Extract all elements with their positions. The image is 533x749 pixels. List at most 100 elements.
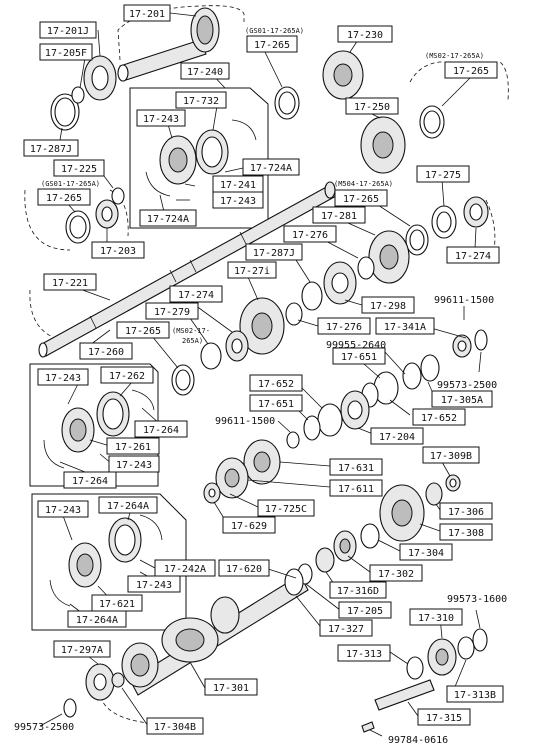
part-label-17-265-d: 17-265 — [334, 189, 388, 207]
svg-text:17-279: 17-279 — [154, 307, 190, 318]
gear-17-631 — [243, 439, 281, 485]
bearing-17-298 — [323, 261, 357, 305]
bearing-17-274-b — [225, 330, 249, 362]
svg-text:17-732: 17-732 — [183, 96, 219, 107]
part-number-99573-1600: 99573-1600 — [447, 594, 507, 605]
svg-text:17-652: 17-652 — [421, 413, 457, 424]
svg-text:17-242A: 17-242A — [164, 564, 206, 575]
washer-17-276-b — [285, 302, 303, 326]
svg-text:17-298: 17-298 — [370, 301, 406, 312]
svg-text:17-243: 17-243 — [136, 580, 172, 591]
part-number-99611-1500-b: 99611-1500 — [215, 416, 275, 427]
bearing-17-297a — [85, 663, 115, 701]
sync-hub-low — [68, 542, 102, 588]
part-label-17-274-b: 17-274 — [169, 285, 223, 303]
rings-17-305a — [402, 354, 440, 390]
svg-text:17-201J: 17-201J — [47, 26, 89, 37]
sleeve-17-275 — [431, 205, 457, 239]
bearing-17-316d — [315, 547, 335, 573]
svg-text:17-205: 17-205 — [347, 606, 383, 617]
dashed-group-265-left — [24, 189, 71, 251]
part-label-17-302: 17-302 — [369, 564, 423, 582]
part-label-17-341A: 17-341A — [375, 317, 435, 335]
part-label-17-225: 17-225 — [53, 159, 105, 177]
washer-17-313 — [406, 656, 424, 680]
svg-text:17-306: 17-306 — [448, 507, 484, 518]
svg-text:17-262: 17-262 — [109, 371, 145, 382]
part-label-17-264A-b: 17-264A — [67, 610, 127, 628]
part-label-17-201: 17-201 — [123, 4, 171, 22]
shaft-17-315 — [374, 679, 435, 711]
gear-17-271 — [239, 297, 285, 355]
washer-17-276-a — [357, 256, 375, 280]
svg-text:17-201: 17-201 — [129, 9, 165, 20]
part-label-17-310: 17-310 — [409, 608, 463, 626]
svg-text:17-204: 17-204 — [379, 432, 415, 443]
bearing-17-201j — [83, 55, 117, 101]
svg-text:17-265: 17-265 — [254, 40, 290, 51]
svg-text:17-724A: 17-724A — [147, 214, 189, 225]
part-label-17-297A: 17-297A — [53, 640, 111, 658]
part-label-17-201J: 17-201J — [39, 21, 97, 39]
sync-sleeve-mid — [96, 391, 130, 437]
part-label-17-309B: 17-309B — [422, 446, 480, 464]
gear-17-230 — [322, 50, 364, 100]
part-label-17-261: 17-261 — [106, 437, 160, 455]
part-label-17-265-c: 17-265 — [37, 188, 91, 206]
part-label-17-265-e: 17-265 — [116, 321, 170, 339]
sleeve-17-279 — [200, 342, 222, 370]
svg-text:17-264: 17-264 — [72, 476, 108, 487]
part-label-17-274-a: 17-274 — [446, 246, 500, 264]
gear-17-281 — [368, 230, 410, 284]
part-label-17-315: 17-315 — [417, 708, 471, 726]
sleeve-17-304 — [360, 523, 380, 549]
svg-text:17-243: 17-243 — [116, 460, 152, 471]
dashed-group-left-top — [117, 5, 245, 61]
part-label-17-305A: 17-305A — [431, 390, 493, 408]
spring-mid-a — [131, 389, 155, 411]
part-label-17-725C: 17-725C — [257, 499, 315, 517]
sync-hub-top — [159, 135, 197, 185]
part-label-17-265-a: 17-265 — [246, 35, 298, 53]
bearing-17-204 — [340, 390, 370, 430]
part-label-17-298: 17-298 — [361, 296, 415, 314]
ring-17-327 — [284, 568, 304, 596]
part-label-17-652-a: 17-652 — [249, 374, 303, 392]
part-label-17-651-b: 17-651 — [249, 394, 303, 412]
spring-low-b — [49, 579, 71, 607]
counter-shaft — [121, 574, 309, 696]
note-ms02-a: (MS02-17-265A) — [425, 52, 484, 60]
ring-17-265-c — [65, 210, 91, 244]
svg-text:17-301: 17-301 — [213, 683, 249, 694]
part-label-17-308: 17-308 — [439, 523, 493, 541]
svg-text:17-302: 17-302 — [378, 569, 414, 580]
svg-text:17-27i: 17-27i — [234, 266, 270, 277]
spring-mid-b — [43, 439, 65, 469]
gear-17-302 — [333, 530, 357, 562]
part-label-17-620: 17-620 — [218, 559, 270, 577]
part-label-17-260: 17-260 — [79, 342, 133, 360]
gear-17-611 — [215, 457, 249, 499]
part-label-17-629: 17-629 — [222, 516, 276, 534]
ring-17-265-e — [171, 364, 195, 396]
svg-text:17-265: 17-265 — [46, 193, 82, 204]
part-label-17-732: 17-732 — [175, 91, 227, 109]
note-gs01-b: (GS01-17-265A) — [41, 180, 100, 188]
part-label-17-275: 17-275 — [416, 165, 470, 183]
bolt-99784-0616 — [361, 721, 375, 733]
part-label-17-264-b: 17-264 — [63, 471, 117, 489]
dashed-group-221 — [29, 289, 61, 341]
part-number-99573-2500-b: 99573-2500 — [14, 722, 74, 733]
part-label-17-204: 17-204 — [370, 427, 424, 445]
svg-text:17-243: 17-243 — [45, 373, 81, 384]
svg-text:17-241: 17-241 — [220, 180, 256, 191]
input-shaft — [117, 7, 220, 82]
part-label-17-276-b: 17-276 — [317, 317, 371, 335]
svg-text:17-313B: 17-313B — [454, 690, 496, 701]
ring-17-651-b — [303, 415, 321, 441]
part-label-17-264-a: 17-264 — [134, 420, 188, 438]
part-label-17-313: 17-313 — [337, 644, 391, 662]
part-label-17-631: 17-631 — [329, 458, 383, 476]
bearing-17-274-a — [463, 196, 489, 228]
svg-text:17-304B: 17-304B — [154, 722, 196, 733]
